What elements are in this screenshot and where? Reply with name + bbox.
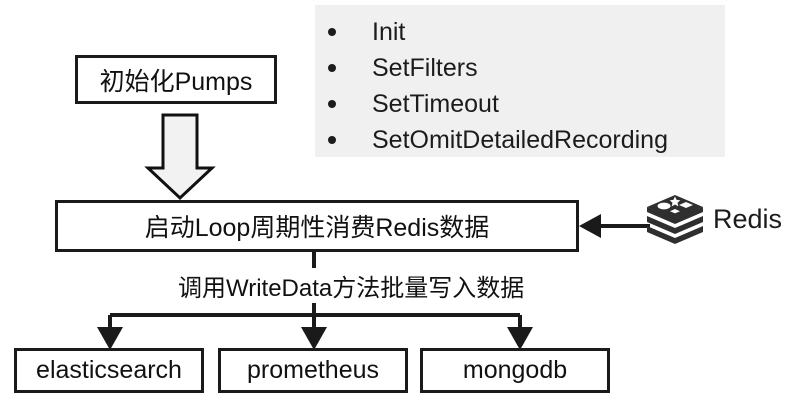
- arrowhead-left: [579, 214, 601, 238]
- bullet-icon: [328, 136, 336, 144]
- arrowhead-down-elasticsearch: [97, 327, 123, 350]
- node-label: mongodb: [462, 356, 568, 384]
- node-elasticsearch[interactable]: elasticsearch: [14, 348, 204, 393]
- node-label: 初始化Pumps: [99, 67, 253, 96]
- methods-panel: Init SetFilters SetTimeout SetOmitDetail…: [315, 5, 725, 157]
- method-label: SetTimeout: [372, 90, 499, 118]
- redis-label: Redis: [713, 203, 783, 234]
- arrowhead-down-prometheus: [301, 327, 327, 350]
- redis-group: Redis: [645, 192, 782, 246]
- list-item: SetTimeout: [315, 86, 725, 122]
- redis-icon: [647, 195, 703, 244]
- method-label: SetOmitDetailedRecording: [372, 126, 668, 154]
- block-arrow-down: [144, 113, 216, 201]
- arrowhead-down-mongodb: [507, 327, 533, 350]
- bullet-icon: [328, 28, 336, 36]
- methods-list: Init SetFilters SetTimeout SetOmitDetail…: [315, 5, 725, 158]
- node-loop[interactable]: 启动Loop周期性消费Redis数据: [55, 200, 579, 252]
- node-prometheus[interactable]: prometheus: [218, 348, 408, 393]
- node-label: 启动Loop周期性消费Redis数据: [144, 214, 490, 242]
- list-item: Init: [315, 14, 725, 50]
- node-label: elasticsearch: [36, 356, 182, 384]
- list-item: SetFilters: [315, 50, 725, 86]
- list-item: SetOmitDetailedRecording: [315, 122, 725, 158]
- bullet-icon: [328, 64, 336, 72]
- node-mongodb[interactable]: mongodb: [420, 348, 610, 393]
- node-label: prometheus: [246, 356, 380, 384]
- method-label: Init: [372, 18, 406, 46]
- bullet-icon: [328, 100, 336, 108]
- node-init-pumps[interactable]: 初始化Pumps: [75, 55, 277, 104]
- method-label: SetFilters: [372, 54, 478, 82]
- edge-label-write-data: 调用WriteData方法批量写入数据: [176, 268, 527, 303]
